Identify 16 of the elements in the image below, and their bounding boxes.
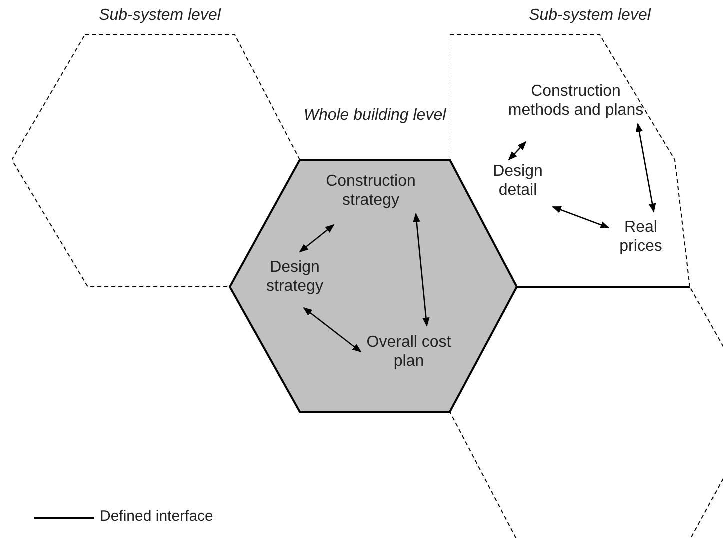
double-arrow: [636, 123, 656, 213]
element-label: Design detail: [492, 162, 544, 200]
element-label: Real prices: [618, 218, 664, 256]
element-label: Construction methods and plans: [507, 82, 645, 120]
level-heading: Whole building level: [302, 106, 448, 125]
element-label: Design strategy: [266, 258, 324, 296]
level-heading: Sub-system level: [98, 6, 222, 25]
level-heading: Sub-system level: [528, 6, 652, 25]
legend-label: Defined interface: [100, 508, 214, 525]
element-label: Construction strategy: [325, 172, 417, 210]
double-arrow: [508, 141, 527, 161]
double-arrow: [552, 206, 610, 229]
element-label: Overall cost plan: [366, 333, 452, 371]
double-arrow: [299, 224, 335, 253]
double-arrow: [413, 213, 430, 327]
double-arrow: [303, 307, 362, 353]
